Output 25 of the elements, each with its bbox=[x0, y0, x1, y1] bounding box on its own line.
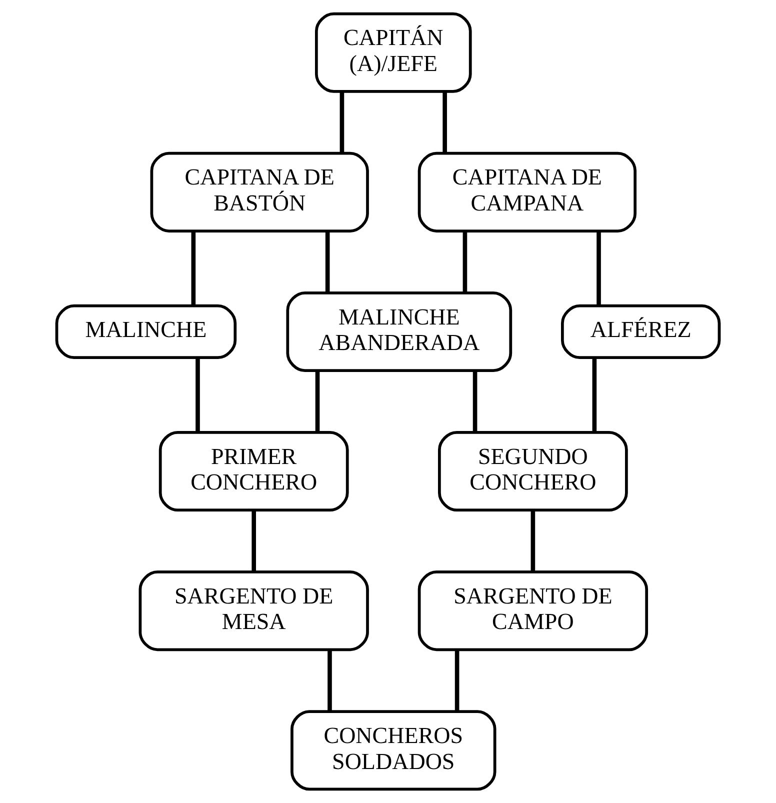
connector bbox=[530, 510, 536, 572]
connector bbox=[454, 650, 460, 712]
node-box: SARGENTO DE CAMPO bbox=[418, 570, 648, 652]
connector bbox=[325, 231, 330, 293]
connector bbox=[252, 510, 256, 572]
node-box: MALINCHE bbox=[55, 304, 237, 360]
node-box: CAPITANA DE CAMPANA bbox=[418, 152, 637, 232]
node-box: CAPITÁN (A)/JEFE bbox=[315, 12, 472, 93]
node-box: CAPITANA DE BASTÓN bbox=[150, 152, 369, 232]
connector bbox=[315, 370, 320, 432]
node-box: CONCHEROS SOLDADOS bbox=[290, 710, 496, 791]
connector bbox=[592, 358, 597, 432]
node-box: SEGUNDO CONCHERO bbox=[438, 431, 628, 512]
connector bbox=[596, 231, 601, 306]
connector bbox=[328, 650, 332, 712]
connector bbox=[196, 358, 200, 432]
node-box: SARGENTO DE MESA bbox=[138, 570, 369, 652]
node-box: MALINCHE ABANDERADA bbox=[286, 291, 512, 372]
node-box: PRIMER CONCHERO bbox=[158, 431, 349, 512]
connector bbox=[462, 231, 468, 293]
node-box: ALFÉREZ bbox=[561, 304, 721, 360]
connector bbox=[340, 92, 344, 154]
connector bbox=[191, 231, 196, 306]
connector bbox=[442, 92, 447, 154]
connector bbox=[472, 370, 478, 432]
